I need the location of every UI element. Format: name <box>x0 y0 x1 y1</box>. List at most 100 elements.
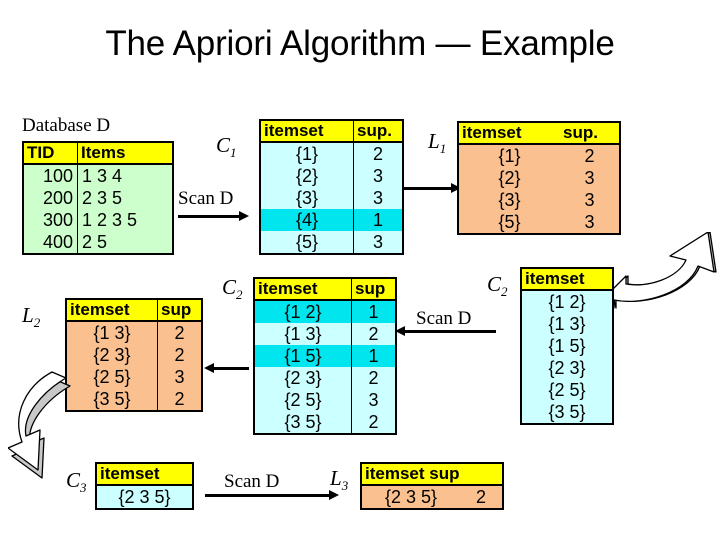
cell-sup: 2 <box>157 388 201 410</box>
table-row: {2 3} 2 <box>255 367 395 389</box>
curved-arrow-l2-to-c3 <box>8 371 71 479</box>
cell-itemset: {3 5} <box>67 388 158 410</box>
cell-itemset: {1 2} <box>255 300 352 323</box>
cell-sup: 3 <box>353 231 402 253</box>
cell-items: 1 3 4 <box>77 164 172 187</box>
table-row: 200 2 3 5 <box>24 187 172 209</box>
l3-label-letter: L <box>330 466 342 490</box>
table-row: {3 5} 2 <box>67 388 201 410</box>
table-row: {5} 3 <box>261 231 402 253</box>
cell-sup: 3 <box>353 187 402 209</box>
cell-itemset: {3 5} <box>522 401 612 423</box>
table-row: {2 3} 2 <box>67 344 201 366</box>
column-header-itemset: itemset <box>67 300 158 322</box>
c2-candidates-table: itemset {1 2} {1 3} {1 5} {2 3} {2 5} {3… <box>520 267 614 425</box>
table-row: {3} 3 <box>459 189 619 211</box>
l1-label: L1 <box>428 129 446 157</box>
table-row: {1 2} <box>522 290 612 313</box>
cell-itemset: {2 3 5} <box>97 485 192 508</box>
table-header-row: itemset sup <box>67 300 201 322</box>
scan-label-3: Scan D <box>224 471 280 492</box>
c2-counted-table: itemset sup {1 2} 1 {1 3} 2 {1 5} 1 {2 3… <box>253 277 397 435</box>
c1-label-letter: C <box>216 133 231 157</box>
arrow-c2-to-l2 <box>204 363 249 373</box>
cell-itemset: {2} <box>459 167 560 189</box>
cell-itemset: {5} <box>261 231 354 253</box>
cell-sup: 2 <box>351 367 395 389</box>
cell-itemset: {4} <box>261 209 354 231</box>
table-row: {2 3} <box>522 357 612 379</box>
column-header-itemset-sup: itemset sup <box>362 464 502 486</box>
table-row-pruned: {1 5} 1 <box>255 345 395 367</box>
column-header-itemset: itemset <box>459 123 560 145</box>
cell-sup: 2 <box>351 323 395 345</box>
table-row: {2 3 5} 2 <box>362 485 502 508</box>
cell-sup: 2 <box>460 485 502 508</box>
curved-arrow-l1-to-c2 <box>609 232 717 309</box>
cell-sup: 1 <box>351 300 395 323</box>
table-row: {5} 3 <box>459 211 619 233</box>
cell-itemset: {2 5} <box>522 379 612 401</box>
cell-sup: 3 <box>560 167 619 189</box>
cell-itemset: {1 5} <box>522 335 612 357</box>
c2-candidates-label: C2 <box>487 272 508 300</box>
cell-itemset: {1 3} <box>255 323 352 345</box>
table-header-row: itemset <box>97 464 192 486</box>
cell-items: 2 5 <box>77 231 172 253</box>
cell-sup: 3 <box>560 189 619 211</box>
page-title: The Apriori Algorithm — Example <box>105 24 615 63</box>
cell-sup: 3 <box>157 366 201 388</box>
l1-table: itemset sup. {1} 2 {2} 3 {3} 3 {5} 3 <box>457 121 621 235</box>
column-header-itemset: itemset <box>522 269 612 291</box>
column-header-sup: sup. <box>353 121 402 143</box>
c3-label-letter: C <box>66 468 81 492</box>
scan-label-2: Scan D <box>416 308 472 329</box>
cell-itemset: {2 5} <box>255 389 352 411</box>
cell-sup: 3 <box>351 389 395 411</box>
cell-itemset: {1 2} <box>522 290 612 313</box>
table-header-row: itemset sup. <box>459 123 619 145</box>
table-row: 100 1 3 4 <box>24 164 172 187</box>
table-header-row: itemset <box>522 269 612 291</box>
cell-items: 1 2 3 5 <box>77 209 172 231</box>
cell-sup: 2 <box>351 411 395 433</box>
database-caption: Database D <box>22 115 111 136</box>
cell-sup: 2 <box>353 142 402 165</box>
l2-label: L2 <box>22 303 40 331</box>
table-row: 400 2 5 <box>24 231 172 253</box>
cell-itemset: {2 5} <box>67 366 158 388</box>
c2-counted-label: C2 <box>222 275 243 303</box>
c3-label: C3 <box>66 468 87 496</box>
table-row: {2 3 5} <box>97 485 192 508</box>
table-header-row: itemset sup <box>255 279 395 301</box>
table-row-pruned: {4} 1 <box>261 209 402 231</box>
cell-sup: 1 <box>353 209 402 231</box>
cell-sup: 1 <box>351 345 395 367</box>
cell-itemset: {2 3} <box>522 357 612 379</box>
c3-table: itemset {2 3 5} <box>95 462 194 510</box>
column-header-sup: sup <box>351 279 395 301</box>
cell-sup: 2 <box>157 321 201 344</box>
table-row: {1 3} 2 <box>67 321 201 344</box>
l1-label-sub: 1 <box>439 141 447 157</box>
c2-candidates-label-letter: C <box>487 272 502 296</box>
cell-itemset: {2 3} <box>67 344 158 366</box>
cell-itemset: {1} <box>459 144 560 167</box>
column-header-itemset: itemset <box>261 121 354 143</box>
table-row: {3 5} <box>522 401 612 423</box>
column-header-itemset: itemset <box>255 279 352 301</box>
cell-itemset: {1} <box>261 142 354 165</box>
arrow-c1-to-l1 <box>404 183 461 193</box>
cell-itemset: {1 3} <box>522 313 612 335</box>
table-row: {1} 2 <box>261 142 402 165</box>
cell-sup: 2 <box>157 344 201 366</box>
column-header-sup: sup. <box>560 123 619 145</box>
table-header-row: TID Items <box>24 143 172 165</box>
cell-items: 2 3 5 <box>77 187 172 209</box>
cell-itemset: {1 3} <box>67 321 158 344</box>
c1-label-sub: 1 <box>230 145 237 161</box>
l2-label-sub: 2 <box>33 315 41 331</box>
cell-itemset: {5} <box>459 211 560 233</box>
cell-itemset: {1 5} <box>255 345 352 367</box>
column-header-tid: TID <box>24 143 78 165</box>
